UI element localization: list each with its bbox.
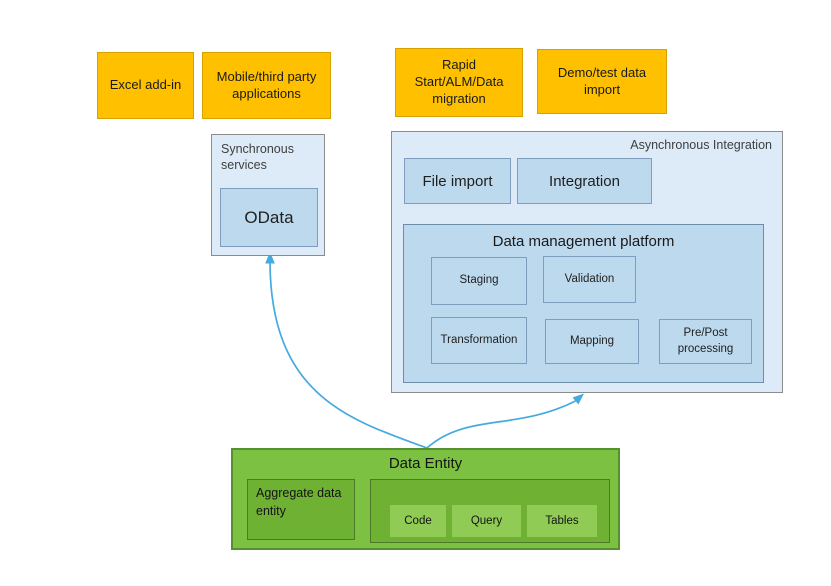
box-pre-post-processing-label: Pre/Post processing [677,326,734,355]
panel-data-entity-title: Data Entity [388,455,463,472]
panel-asynchronous-integration: Asynchronous Integration File import Int… [391,131,783,393]
box-demo-test-data-import-label: Demo/test data import [557,64,647,97]
box-aggregate-data-entity: Aggregate data entity [247,479,355,540]
arrowhead-async [572,393,584,405]
panel-data-entity: Data Entity Aggregate data entity Code Q… [231,448,620,550]
box-pre-post-processing: Pre/Post processing [659,319,752,364]
box-transformation-label: Transformation [440,333,518,346]
panel-data-management-platform: Data management platform Staging Validat… [403,224,764,383]
box-query: Query [452,505,521,537]
box-staging: Staging [431,257,527,305]
arrow-entity-to-async [426,400,576,449]
box-validation: Validation [543,256,636,303]
box-excel-add-in: Excel add-in [97,52,194,119]
box-mobile-third-party-apps: Mobile/third party applications [202,52,331,119]
box-file-import-label: File import [422,172,493,190]
box-excel-add-in-label: Excel add-in [109,77,182,93]
box-mobile-third-party-apps-label: Mobile/third party applications [216,68,317,101]
box-mapping-label: Mapping [569,334,615,347]
panel-data-management-platform-title: Data management platform [492,233,675,250]
box-code-label: Code [404,515,432,527]
box-code: Code [390,505,446,537]
box-rapid-start-alm-data-migration: Rapid Start/ALM/Data migration [395,48,523,117]
box-file-import: File import [404,158,511,204]
box-tables: Tables [527,505,597,537]
box-mapping: Mapping [545,319,639,364]
box-demo-test-data-import: Demo/test data import [537,49,667,114]
box-integration: Integration [517,158,652,204]
box-transformation: Transformation [431,317,527,364]
box-aggregate-data-entity-label: Aggregate data entity [256,486,342,518]
box-odata: OData [220,188,318,247]
panel-asynchronous-integration-title: Asynchronous Integration [630,138,772,152]
box-staging-label: Staging [459,274,499,287]
box-tables-label: Tables [545,515,579,527]
box-odata-label: OData [244,207,294,227]
box-rapid-start-alm-data-migration-label: Rapid Start/ALM/Data migration [414,57,504,106]
group-entity-components: Code Query Tables [370,479,610,543]
box-query-label: Query [470,515,503,527]
box-validation-label: Validation [564,272,615,285]
box-integration-label: Integration [549,172,620,190]
panel-synchronous-services: Synchronous services OData [211,134,325,256]
panel-synchronous-services-title: Synchronous services [221,142,294,172]
